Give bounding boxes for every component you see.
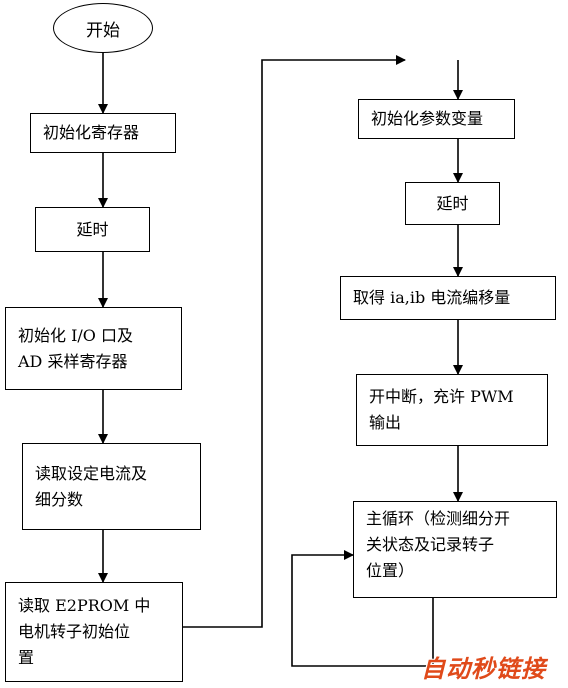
left-delay-box: 延时 bbox=[35, 207, 150, 252]
read-current-subdivision-label: 读取设定电流及 细分数 bbox=[35, 463, 148, 509]
arrow-eeprom-to-right-column bbox=[183, 55, 406, 628]
right-delay-box: 延时 bbox=[405, 182, 500, 225]
right-delay-label: 延时 bbox=[436, 193, 469, 213]
get-current-offset-box: 取得 ia,ib 电流编移量 bbox=[340, 276, 556, 320]
arrow-main-loop-feedback bbox=[291, 550, 434, 667]
main-loop-box: 主循环（检测细分开 关状态及记录转子 位置） bbox=[353, 501, 557, 598]
start-label: 开始 bbox=[86, 20, 120, 41]
watermark-logo: 自动秒链接 bbox=[421, 655, 546, 683]
start-terminal: 开始 bbox=[53, 3, 153, 53]
init-io-ad-box: 初始化 I/O 口及 AD 采样寄存器 bbox=[5, 307, 182, 390]
init-params-label: 初始化参数变量 bbox=[371, 109, 484, 128]
left-delay-label: 延时 bbox=[76, 219, 109, 239]
read-current-subdivision-box: 读取设定电流及 细分数 bbox=[22, 443, 201, 530]
read-eeprom-box: 读取 E2PROM 中 电机转子初始位 置 bbox=[5, 582, 183, 682]
init-registers-box: 初始化寄存器 bbox=[30, 113, 176, 153]
init-registers-label: 初始化寄存器 bbox=[43, 123, 140, 142]
main-loop-label: 主循环（检测细分开 关状态及记录转子 位置） bbox=[366, 509, 511, 580]
init-params-box: 初始化参数变量 bbox=[358, 99, 515, 139]
enable-interrupt-pwm-box: 开中断，充许 PWM 输出 bbox=[356, 374, 548, 446]
init-io-ad-label: 初始化 I/O 口及 AD 采样寄存器 bbox=[18, 325, 134, 371]
get-current-offset-label: 取得 ia,ib 电流编移量 bbox=[353, 288, 511, 307]
enable-interrupt-pwm-label: 开中断，充许 PWM 输出 bbox=[369, 387, 514, 432]
read-eeprom-label: 读取 E2PROM 中 电机转子初始位 置 bbox=[18, 596, 151, 667]
